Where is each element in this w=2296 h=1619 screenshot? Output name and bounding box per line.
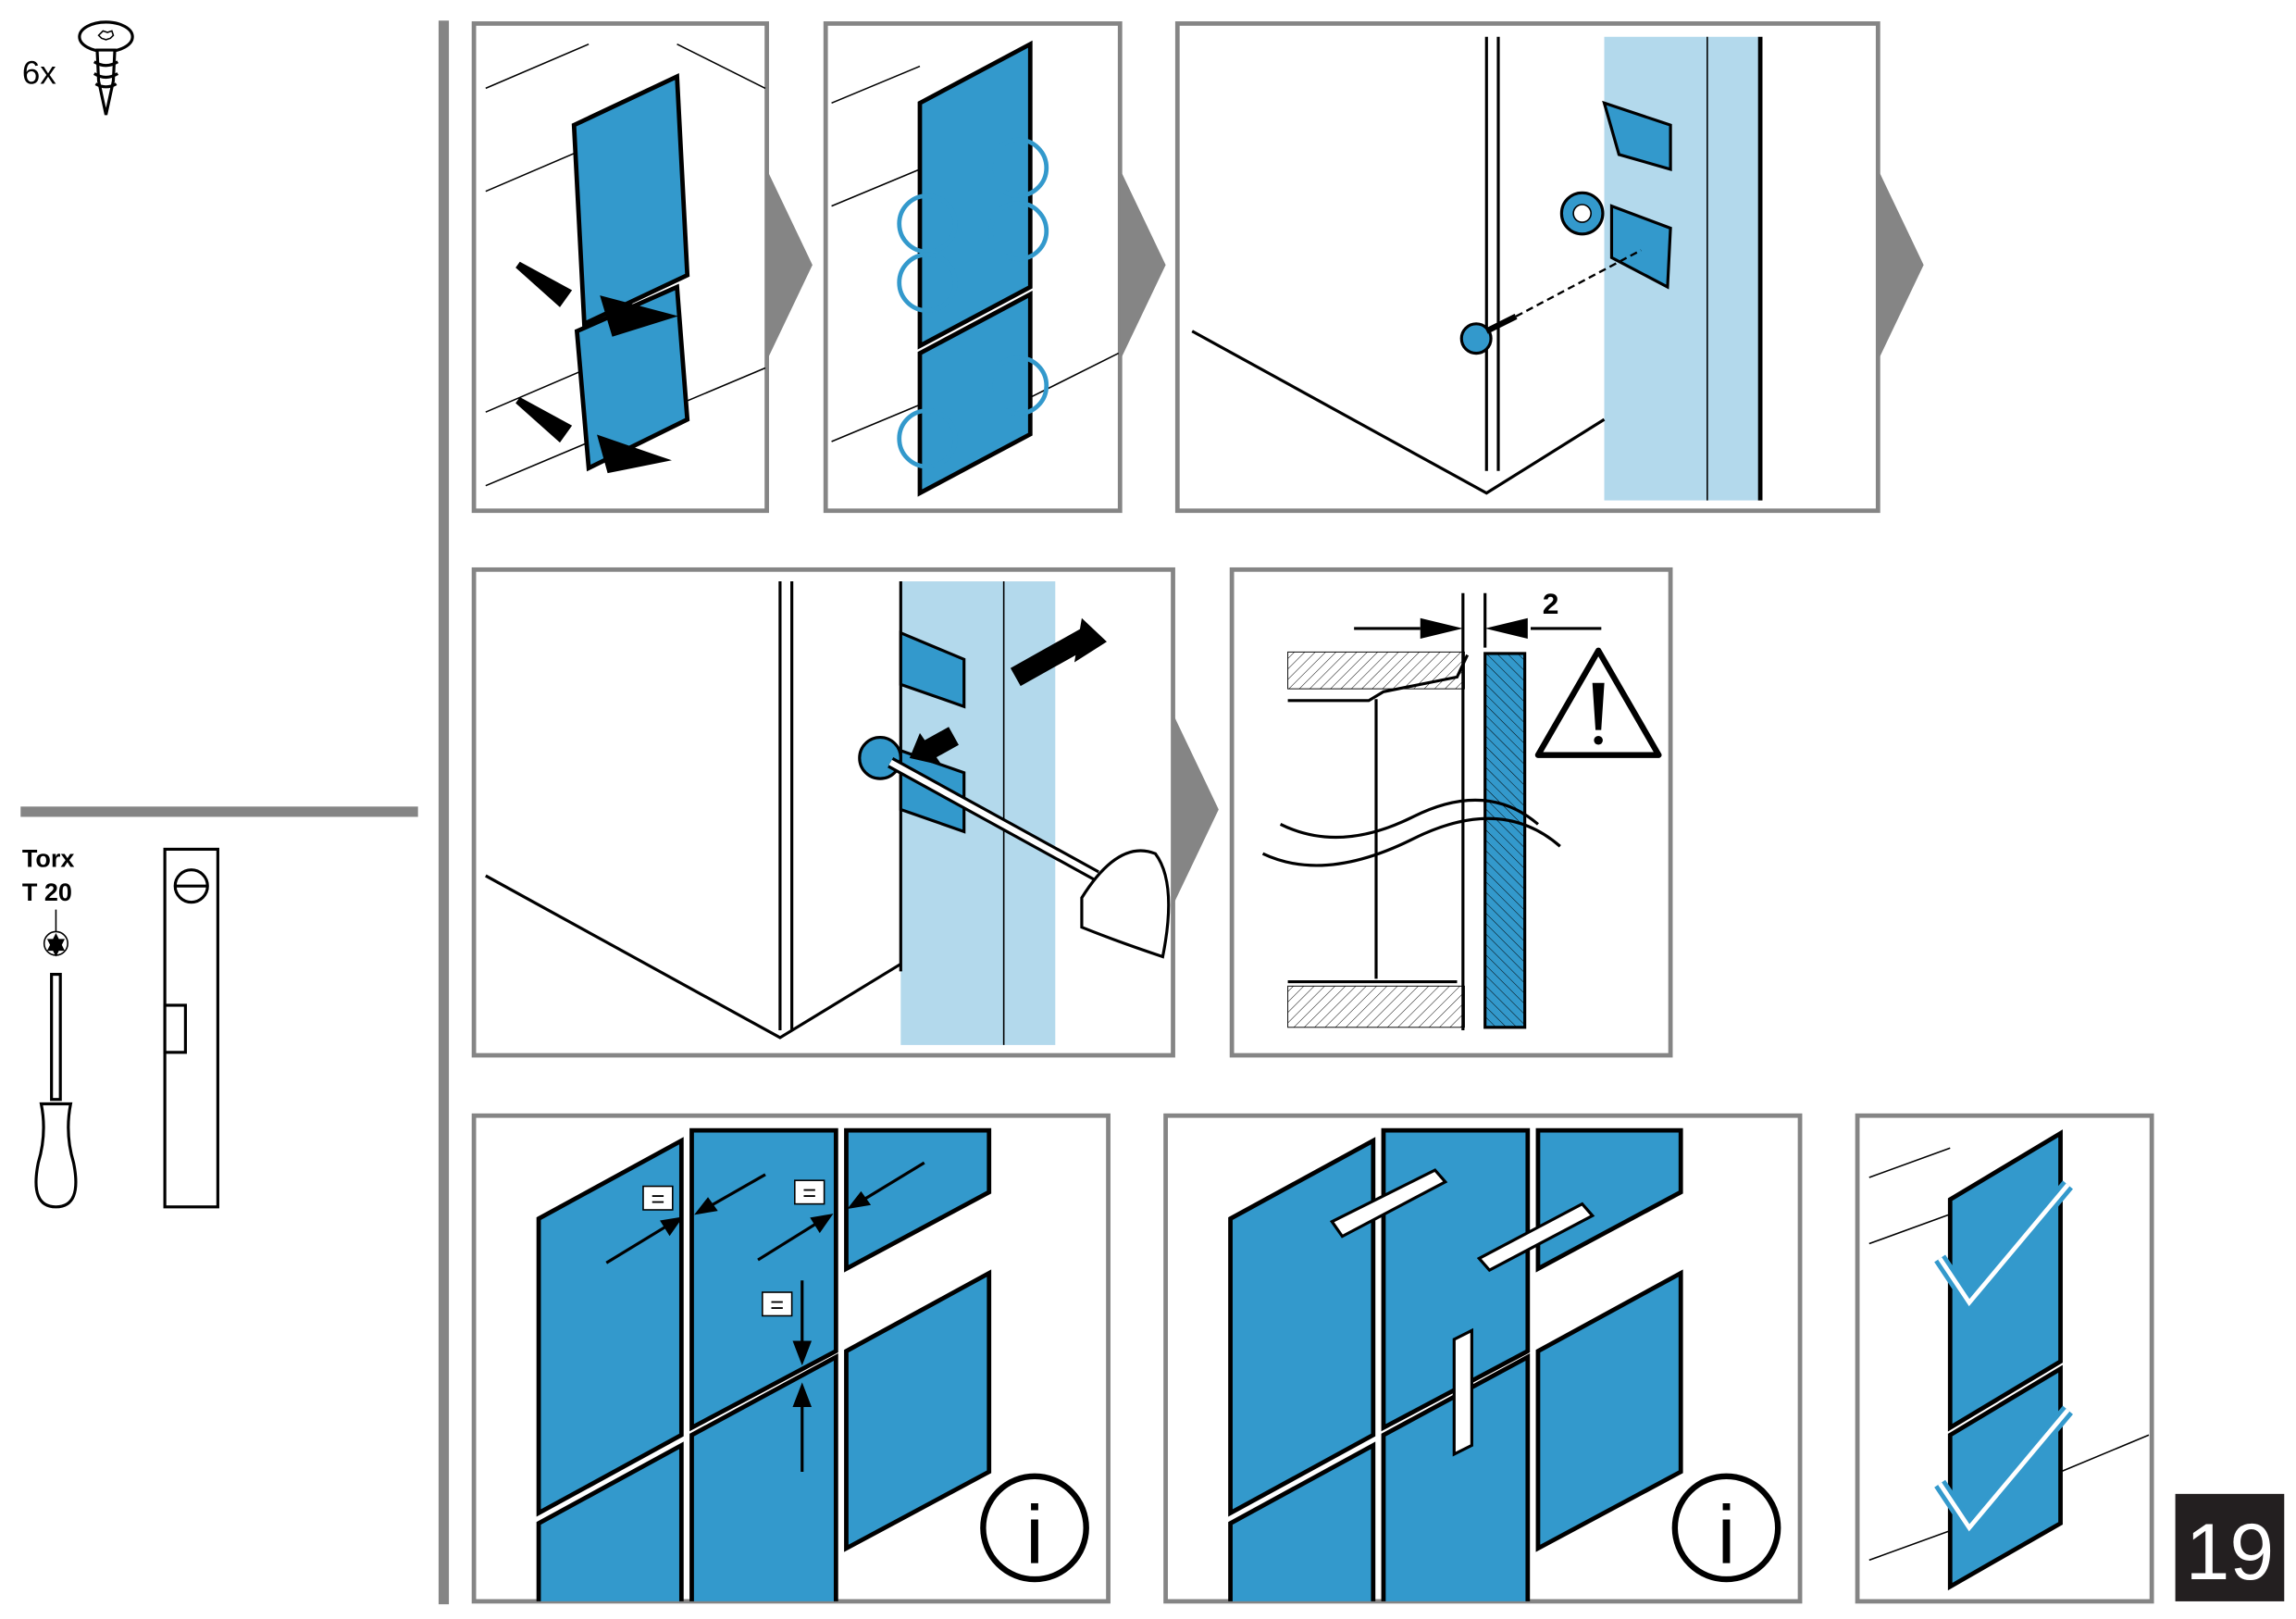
svg-text:=: = [651, 1187, 664, 1213]
info-icon: i [980, 1473, 1089, 1583]
tool-label-size: T 20 [22, 878, 72, 906]
info-icon: i [1671, 1473, 1781, 1583]
screwdriver-icon [34, 909, 78, 1209]
equal-marker: = [762, 1291, 793, 1318]
step-arrow-icon [766, 168, 813, 361]
horizontal-divider [20, 806, 418, 817]
svg-text:=: = [802, 1180, 816, 1206]
vertical-divider [438, 20, 450, 1605]
step-panel-attach-bracket [1174, 21, 1880, 514]
page-number-badge: 19 [2175, 1493, 2285, 1601]
svg-text:i: i [1718, 1488, 1736, 1581]
step-panel-align-doors [471, 21, 769, 514]
step-panel-equal-gaps: = = = i [471, 1113, 1111, 1604]
page-number: 19 [2186, 1508, 2275, 1597]
step-panel-gap-detail: 2 [1229, 567, 1673, 1058]
step-arrow-icon [1173, 714, 1219, 905]
step-panel-screw-positions [823, 21, 1123, 514]
tool-label-torx: Torx [22, 845, 75, 873]
svg-text:i: i [1025, 1488, 1044, 1581]
screw-quantity: 6x [22, 56, 56, 92]
step-panel-result-check [1855, 1113, 2154, 1604]
step-panel-level-check: i [1163, 1113, 1803, 1604]
step-panel-adjust-bracket [471, 567, 1175, 1058]
spirit-level-icon [163, 847, 219, 1209]
warning-triangle-icon [1534, 647, 1662, 758]
torx-screw-icon [78, 20, 134, 116]
step-arrow-icon [1878, 168, 1924, 361]
equal-marker: = [794, 1179, 825, 1206]
gap-dimension-label: 2 [1543, 587, 1559, 620]
parts-section: 6x [22, 20, 134, 116]
svg-text:=: = [770, 1292, 784, 1318]
equal-marker: = [642, 1185, 674, 1213]
tools-section: Torx T 20 [22, 845, 219, 1209]
step-arrow-icon [1120, 168, 1166, 361]
